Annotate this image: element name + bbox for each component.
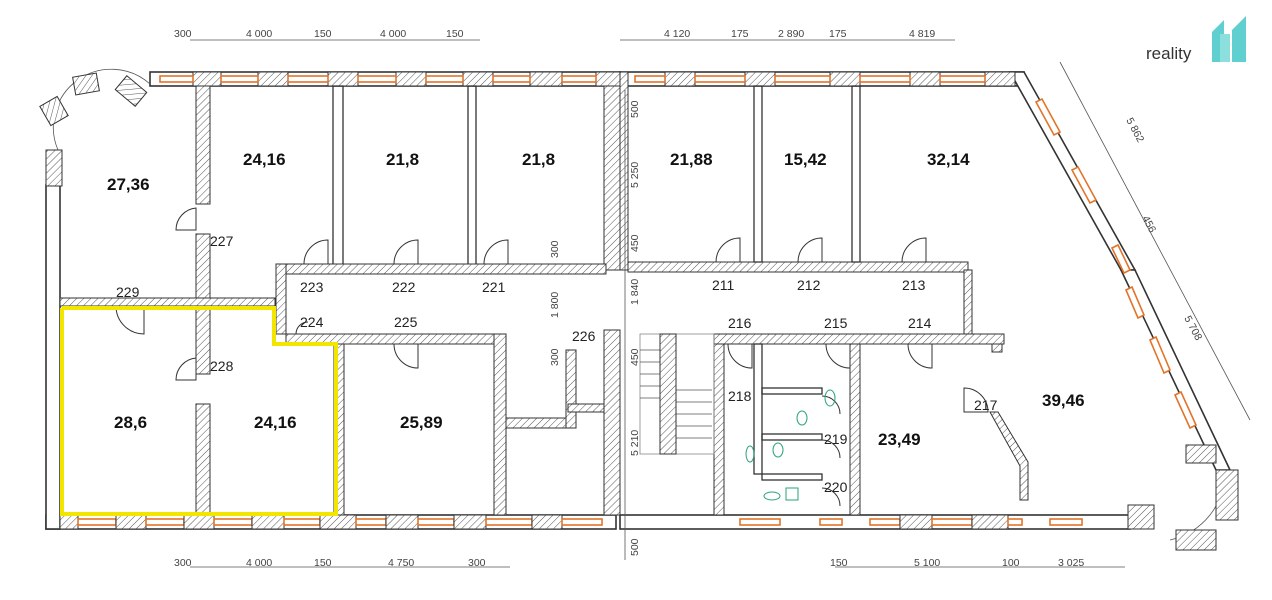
- room-number: 219: [824, 431, 848, 447]
- dim-vertical: 300: [549, 348, 561, 366]
- room-areas: 27,36 24,16 21,8 21,8 21,88 15,42 32,14 …: [107, 150, 1085, 449]
- area-label: 21,8: [386, 150, 419, 169]
- room-number: 229: [116, 284, 140, 300]
- dim-vertical: 450: [629, 348, 641, 366]
- dim-bottom: 300: [174, 557, 192, 569]
- area-label: 21,88: [670, 150, 713, 169]
- dim-vertical: 1 800: [549, 292, 561, 318]
- dim-vertical: 500: [629, 538, 641, 556]
- area-label: 28,6: [114, 413, 147, 432]
- diagonal-windows: [1034, 97, 1198, 430]
- room-number: 213: [902, 277, 926, 293]
- dim-bottom: 150: [314, 557, 332, 569]
- area-label: 15,42: [784, 150, 827, 169]
- dim-top: 175: [731, 28, 749, 40]
- area-label: 24,16: [243, 150, 286, 169]
- room-numbers: 229 227 228 223 222 221 224 225 226 211 …: [116, 233, 998, 495]
- sanitary-fixtures: [745, 389, 836, 501]
- turret-top-left: [39, 68, 151, 187]
- dim-top: 150: [314, 28, 332, 40]
- dim-bottom: 300: [468, 557, 486, 569]
- area-label: 24,16: [254, 413, 297, 432]
- dim-top: 4 120: [664, 28, 690, 40]
- area-label: 25,89: [400, 413, 443, 432]
- room-number: 223: [300, 279, 324, 295]
- area-label: 39,46: [1042, 391, 1085, 410]
- dim-vertical: 5 250: [629, 162, 641, 188]
- dim-bottom: 4 000: [246, 557, 272, 569]
- dim-top: 300: [174, 28, 192, 40]
- interior-walls: [59, 85, 1029, 516]
- room-number: 228: [210, 358, 234, 374]
- area-label: 23,49: [878, 430, 921, 449]
- dim-top: 150: [446, 28, 464, 40]
- bottom-wall-windows: [59, 514, 1083, 530]
- area-label: 21,8: [522, 150, 555, 169]
- brand-logo: reality: [1146, 16, 1256, 68]
- dim-diagonal: 5 862: [1123, 116, 1146, 145]
- highlight-outline: [60, 306, 338, 516]
- top-windows: [159, 75, 986, 83]
- room-number: 224: [300, 314, 324, 330]
- room-number: 215: [824, 315, 848, 331]
- logo-mark: [1212, 16, 1246, 62]
- dim-vertical: 500: [629, 100, 641, 118]
- logo-text: reality: [1146, 44, 1192, 63]
- dim-bottom: 150: [830, 557, 848, 569]
- dimension-lines: [190, 39, 1251, 568]
- dim-top: 4 000: [246, 28, 272, 40]
- room-number: 227: [210, 233, 234, 249]
- room-number: 217: [974, 397, 998, 413]
- dim-vertical: 300: [549, 240, 561, 258]
- dim-top: 2 890: [778, 28, 804, 40]
- area-label: 32,14: [927, 150, 970, 169]
- dim-bottom: 100: [1002, 557, 1020, 569]
- dim-top: 175: [829, 28, 847, 40]
- dim-bottom: 5 100: [914, 557, 940, 569]
- dim-top: 4 819: [909, 28, 935, 40]
- turret-bottom-right: [1127, 444, 1239, 551]
- dim-vertical: 450: [629, 234, 641, 252]
- dim-vertical: 1 840: [629, 279, 641, 305]
- room-number: 220: [824, 479, 848, 495]
- dim-vertical: 5 210: [629, 430, 641, 456]
- room-number: 221: [482, 279, 506, 295]
- room-number: 211: [712, 277, 735, 293]
- room-number: 222: [392, 279, 416, 295]
- dim-bottom: 4 750: [388, 557, 414, 569]
- room-number: 214: [908, 315, 932, 331]
- dim-bottom: 3 025: [1058, 557, 1084, 569]
- dim-diagonal: 456: [1139, 214, 1158, 235]
- staircase: [639, 333, 715, 455]
- dim-top: 4 000: [380, 28, 406, 40]
- dimension-text: 300 4 000 150 4 000 150 4 120 175 2 890 …: [174, 28, 1204, 569]
- room-number: 216: [728, 315, 752, 331]
- room-number: 226: [572, 328, 596, 344]
- room-number: 212: [797, 277, 821, 293]
- room-number: 218: [728, 388, 752, 404]
- room-number: 225: [394, 314, 418, 330]
- doors: [115, 207, 989, 507]
- area-label: 27,36: [107, 175, 150, 194]
